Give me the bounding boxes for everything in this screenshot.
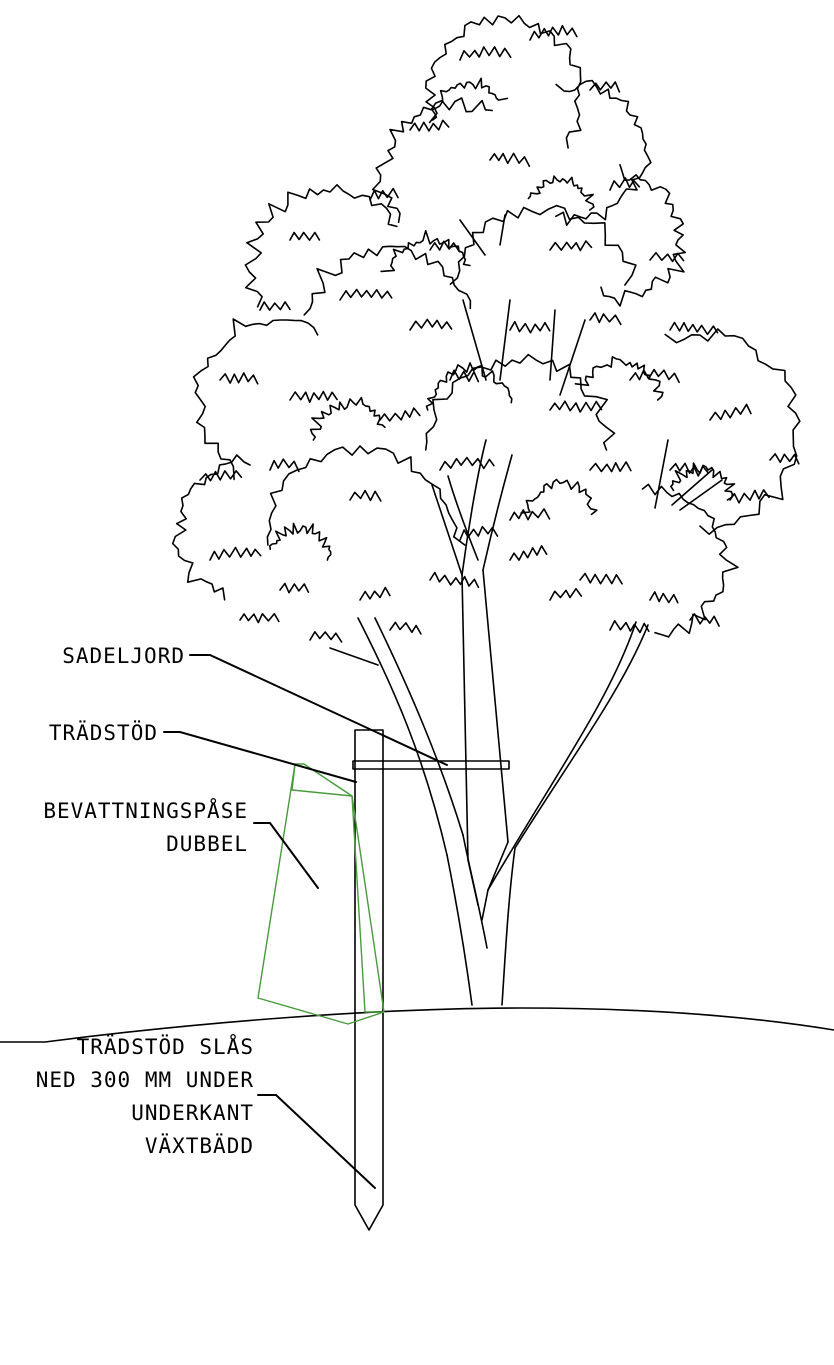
watering-bag-fold xyxy=(351,795,384,1013)
upper-branch-7 xyxy=(549,309,556,381)
tree-branches xyxy=(329,214,723,891)
tree-stake-icon xyxy=(354,729,384,1231)
watering-bag-front xyxy=(291,763,353,797)
upper-branch-2 xyxy=(482,454,513,571)
right-branch-c xyxy=(679,479,723,511)
upper-branch-10 xyxy=(499,214,506,246)
crown-outline xyxy=(171,14,801,638)
upper-branch-9 xyxy=(459,219,486,256)
stake-body xyxy=(354,729,384,1231)
leader-lines xyxy=(163,654,448,1189)
leader-bevattning xyxy=(253,822,319,889)
upper-branch-3 xyxy=(431,484,463,576)
branch-left-inner xyxy=(374,617,464,836)
leader-sadeljord xyxy=(189,654,448,766)
tie-band-icon xyxy=(352,760,510,770)
label-sadeljord: SADELJORD xyxy=(62,644,185,668)
tree-trunk xyxy=(446,834,516,1006)
right-branch-a xyxy=(654,439,669,509)
label-bevattning-1: BEVATTNINGSPÅSE xyxy=(43,797,248,823)
trunk-right xyxy=(501,847,516,1006)
branch-left-outer xyxy=(357,617,448,856)
foliage-tufts xyxy=(199,24,800,643)
upper-branch-8 xyxy=(559,319,586,396)
label-bevattning-2: DUBBEL xyxy=(166,832,248,856)
tree-crown xyxy=(171,14,801,643)
branch-center-left xyxy=(461,574,469,861)
right-branch-b xyxy=(671,469,713,506)
watering-bag-outline xyxy=(257,763,385,1025)
leader-tradstod xyxy=(163,731,357,783)
label-stake-2: NED 300 MM UNDER xyxy=(36,1068,254,1092)
ground-line-icon xyxy=(0,1007,834,1043)
trunk-inner-3 xyxy=(487,841,509,891)
branch-right-inner xyxy=(514,624,649,849)
label-tradstod: TRÄDSTÖD xyxy=(49,720,158,745)
trunk-inner-2 xyxy=(467,859,479,906)
label-stake-1: TRÄDSTÖD SLÅS xyxy=(77,1033,254,1059)
upper-branch-6 xyxy=(499,299,511,381)
upper-branch-1 xyxy=(461,439,487,576)
upper-branch-4 xyxy=(447,475,479,561)
branch-center-right xyxy=(482,569,509,843)
branch-left-short xyxy=(329,647,379,666)
crown-inner-lobes xyxy=(269,77,736,561)
trunk-inner-4 xyxy=(481,889,489,921)
watering-bag-icon xyxy=(257,763,385,1025)
trunk-left xyxy=(446,854,473,1006)
annotations: SADELJORD TRÄDSTÖD BEVATTNINGSPÅSE DUBBE… xyxy=(36,644,254,1158)
leader-stake xyxy=(257,1094,376,1189)
upper-branch-5 xyxy=(462,299,487,381)
branch-right-outer xyxy=(487,621,637,891)
label-stake-4: VÄXTBÄDD xyxy=(145,1133,254,1158)
label-stake-3: UNDERKANT xyxy=(131,1101,254,1125)
